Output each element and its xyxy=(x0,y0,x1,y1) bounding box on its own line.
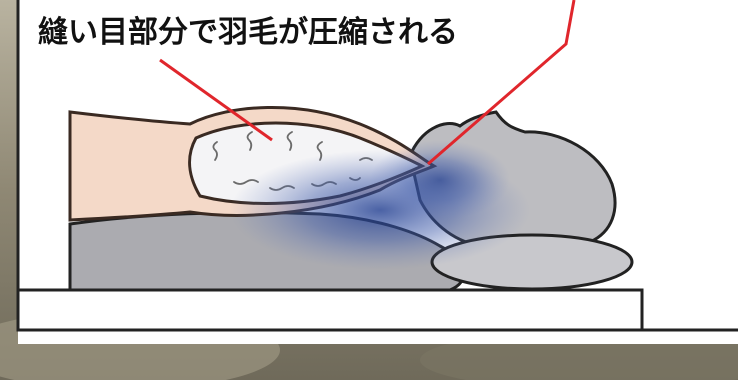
annotation-line-right xyxy=(427,0,576,166)
mattress xyxy=(16,288,644,332)
caption-text: 縫い目部分で羽毛が圧縮される xyxy=(38,15,458,50)
pressure-highlight xyxy=(370,140,510,220)
annotation-line-left xyxy=(159,58,273,142)
